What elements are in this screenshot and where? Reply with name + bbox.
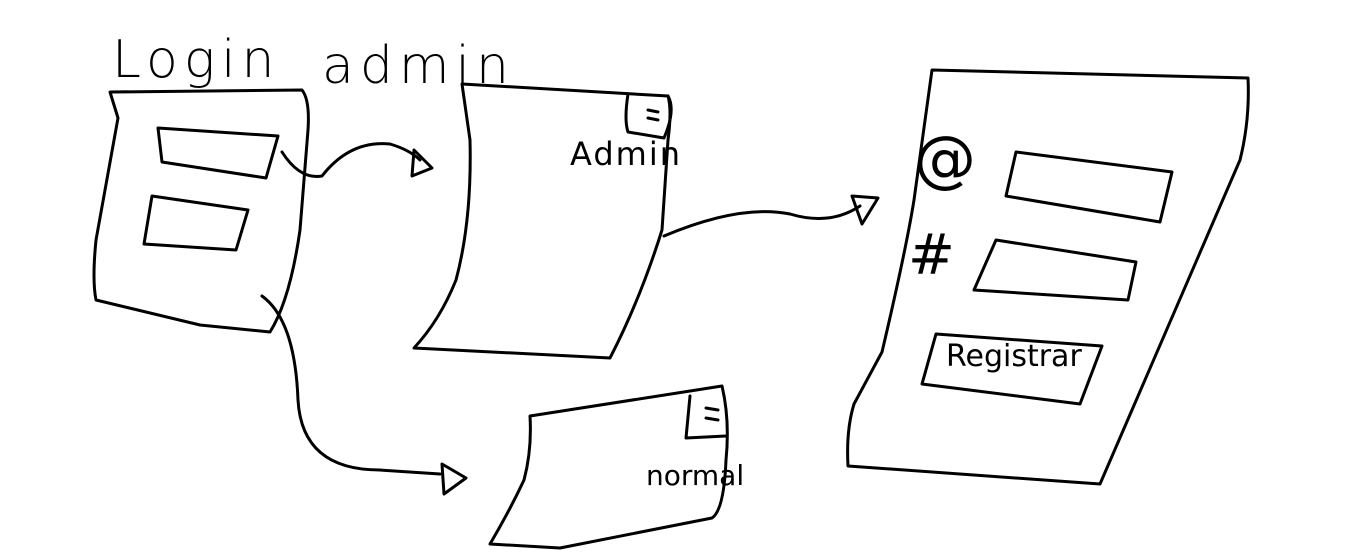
login-page-frame [92, 88, 310, 334]
admin-page-frame [412, 82, 672, 360]
register-email-field [1004, 150, 1174, 224]
login-username-field [156, 126, 280, 180]
title-login: Login [112, 30, 281, 90]
normal-menu-tab [684, 394, 728, 440]
admin-menu-tab [624, 92, 673, 140]
register-email-input[interactable] [1006, 152, 1172, 222]
login-password-field [142, 194, 250, 252]
arrow-login-to-normal [260, 294, 442, 476]
register-button-frame [920, 332, 1104, 406]
register-password-input[interactable] [974, 240, 1136, 300]
login-password-input[interactable] [146, 196, 250, 246]
arrow-head-normal [440, 462, 468, 496]
normal-menu-line-1 [704, 406, 720, 412]
admin-menu-line-2 [646, 116, 660, 122]
admin-menu-line-1 [646, 108, 660, 114]
normal-page-label: normal [646, 459, 745, 492]
login-username-input[interactable] [158, 128, 278, 178]
title-admin: admin [322, 36, 515, 96]
arrow-admin-to-register [662, 204, 862, 238]
register-page-frame [846, 68, 1250, 486]
arrow-login-to-admin [280, 142, 422, 178]
register-button[interactable]: Registrar [946, 339, 1082, 374]
admin-page-label: Admin [570, 135, 682, 173]
normal-menu-line-2 [704, 416, 720, 422]
password-hash-icon: # [908, 223, 955, 288]
register-password-field [972, 238, 1138, 302]
arrow-head-register [850, 194, 880, 226]
email-at-icon: @ [914, 122, 976, 195]
normal-hamburger-menu-icon[interactable] [686, 390, 726, 438]
admin-hamburger-menu-icon[interactable] [628, 94, 672, 138]
arrow-head-admin [410, 148, 434, 178]
normal-page-frame [488, 384, 729, 550]
